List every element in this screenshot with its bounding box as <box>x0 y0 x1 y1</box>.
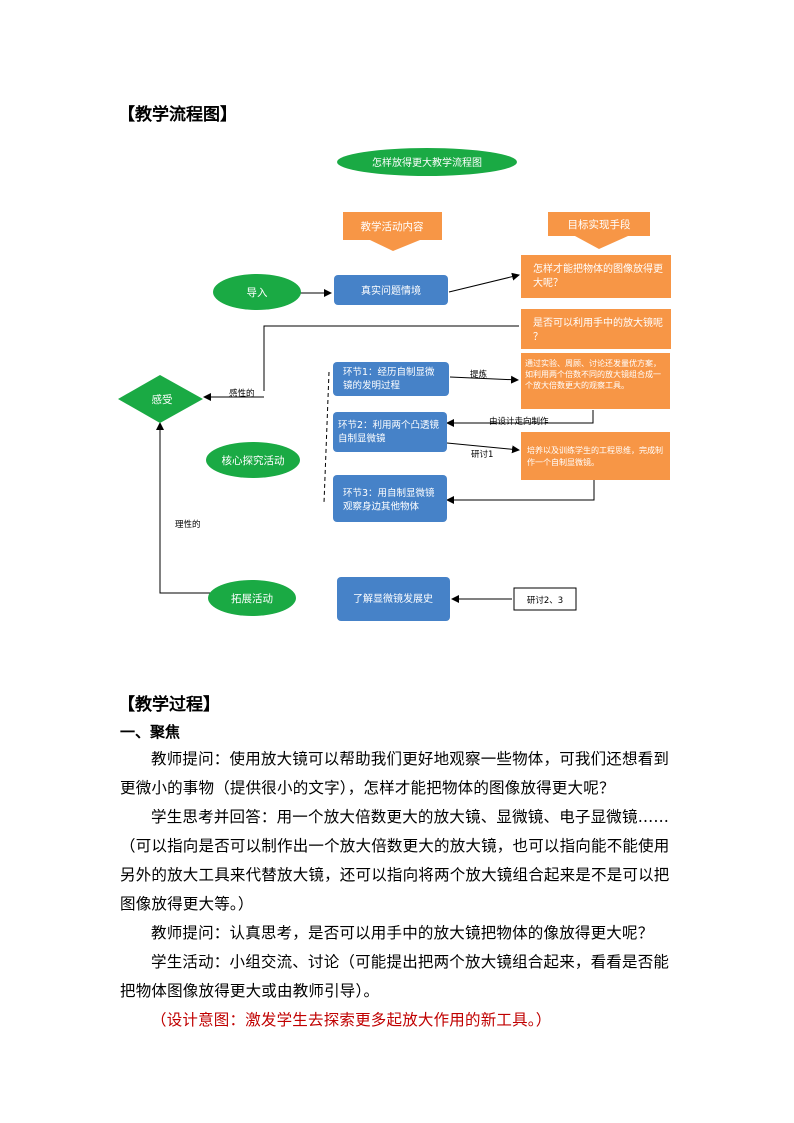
link2-label: 环节2：利用两个凸透镜自制显微镜 <box>338 419 440 444</box>
student-answer: 学生思考并回答：用一个放大倍数更大的放大镜、显微镜、电子显微镜…… <box>151 808 670 826</box>
design-to-make-label: 由设计走向制作 <box>489 416 549 427</box>
section-heading: 一、聚焦 <box>120 723 181 741</box>
q1-label: 怎样才能把物体的图像放得更大呢？ <box>533 262 663 289</box>
process-heading: 【教学过程】 <box>118 695 220 715</box>
study23-label: 研讨2、3 <box>527 595 563 606</box>
means2-box <box>521 432 670 480</box>
core-ellipse <box>206 442 300 478</box>
study23-box <box>513 587 577 611</box>
means1-box <box>521 353 670 409</box>
student-activity: 学生活动：小组交流、讨论（可能提出把两个放大镜组合起来，看看是否能把物体图像放得… <box>120 953 670 1000</box>
extend-label: 拓展活动 <box>231 593 273 605</box>
teaching-text: 教师提问：使用放大镜可以帮助我们更好地观察一些物体，可我们还想看到更微小的事物（… <box>120 745 680 1035</box>
means1-label: 通过实验、周顾、讨论还发量优方案，如利用两个倍数不同的放大镜组合成一个放大倍数更… <box>525 358 661 390</box>
perceptual-label: 感性的 <box>229 388 255 399</box>
flowchart-heading: 【教学流程图】 <box>118 105 237 125</box>
extend-ellipse <box>208 580 296 616</box>
real-problem-label: 真实问题情境 <box>361 284 421 297</box>
teacher-question-1: 教师提问：使用放大镜可以帮助我们更好地观察一些物体，可我们还想看到更微小的事物（… <box>120 750 670 797</box>
col-left-label: 教学活动内容 <box>361 220 424 233</box>
q2-label: 是否可以利用手中的放大镜呢？ <box>533 316 663 343</box>
real-problem-box <box>334 275 448 305</box>
teaching-flowchart: 怎样放得更大教学流程图 教学活动内容 目标实现手段 导入 核心探究活动 拓展活动… <box>118 148 671 621</box>
col-right-label: 目标实现手段 <box>568 218 631 231</box>
flowchart-title: 怎样放得更大教学流程图 <box>372 156 482 169</box>
link1-box <box>333 362 449 396</box>
feel-label: 感受 <box>152 393 173 406</box>
col-right-callout <box>548 212 650 249</box>
raise-label: 提炼 <box>470 369 488 380</box>
teacher-question-2: 教师提问：认真思考，是否可以用手中的放大镜把物体的像放得更大呢？ <box>151 924 654 942</box>
history-box <box>337 577 450 621</box>
q1-box <box>521 255 671 298</box>
q2-box <box>521 309 671 349</box>
link3-label: 环节3：用自制显微镜观察身边其他物体 <box>343 487 435 512</box>
core-label: 核心探究活动 <box>222 454 285 467</box>
intro-ellipse <box>213 274 301 310</box>
link1-label: 环节1：经历自制显微镜的发明过程 <box>343 366 435 391</box>
study1-label: 研讨1 <box>471 449 493 460</box>
history-label: 了解显微镜发展史 <box>353 592 433 605</box>
flowchart-title-ellipse <box>337 148 517 176</box>
feel-diamond <box>118 375 203 423</box>
link2-box <box>333 412 447 452</box>
answer-note: （可以指向是否可以制作出一个放大倍数更大的放大镜，也可以指向能不能使用另外的放大… <box>120 837 670 913</box>
intro-label: 导入 <box>247 287 268 299</box>
col-left-callout <box>343 212 442 251</box>
rational-label: 理性的 <box>175 519 201 530</box>
link3-box <box>333 475 447 522</box>
means2-label: 培养以及训练学生的工程思维，完成制作一个自制显微镜。 <box>527 445 663 467</box>
design-intent: （设计意图：激发学生去探索更多起放大作用的新工具。） <box>151 1011 552 1029</box>
